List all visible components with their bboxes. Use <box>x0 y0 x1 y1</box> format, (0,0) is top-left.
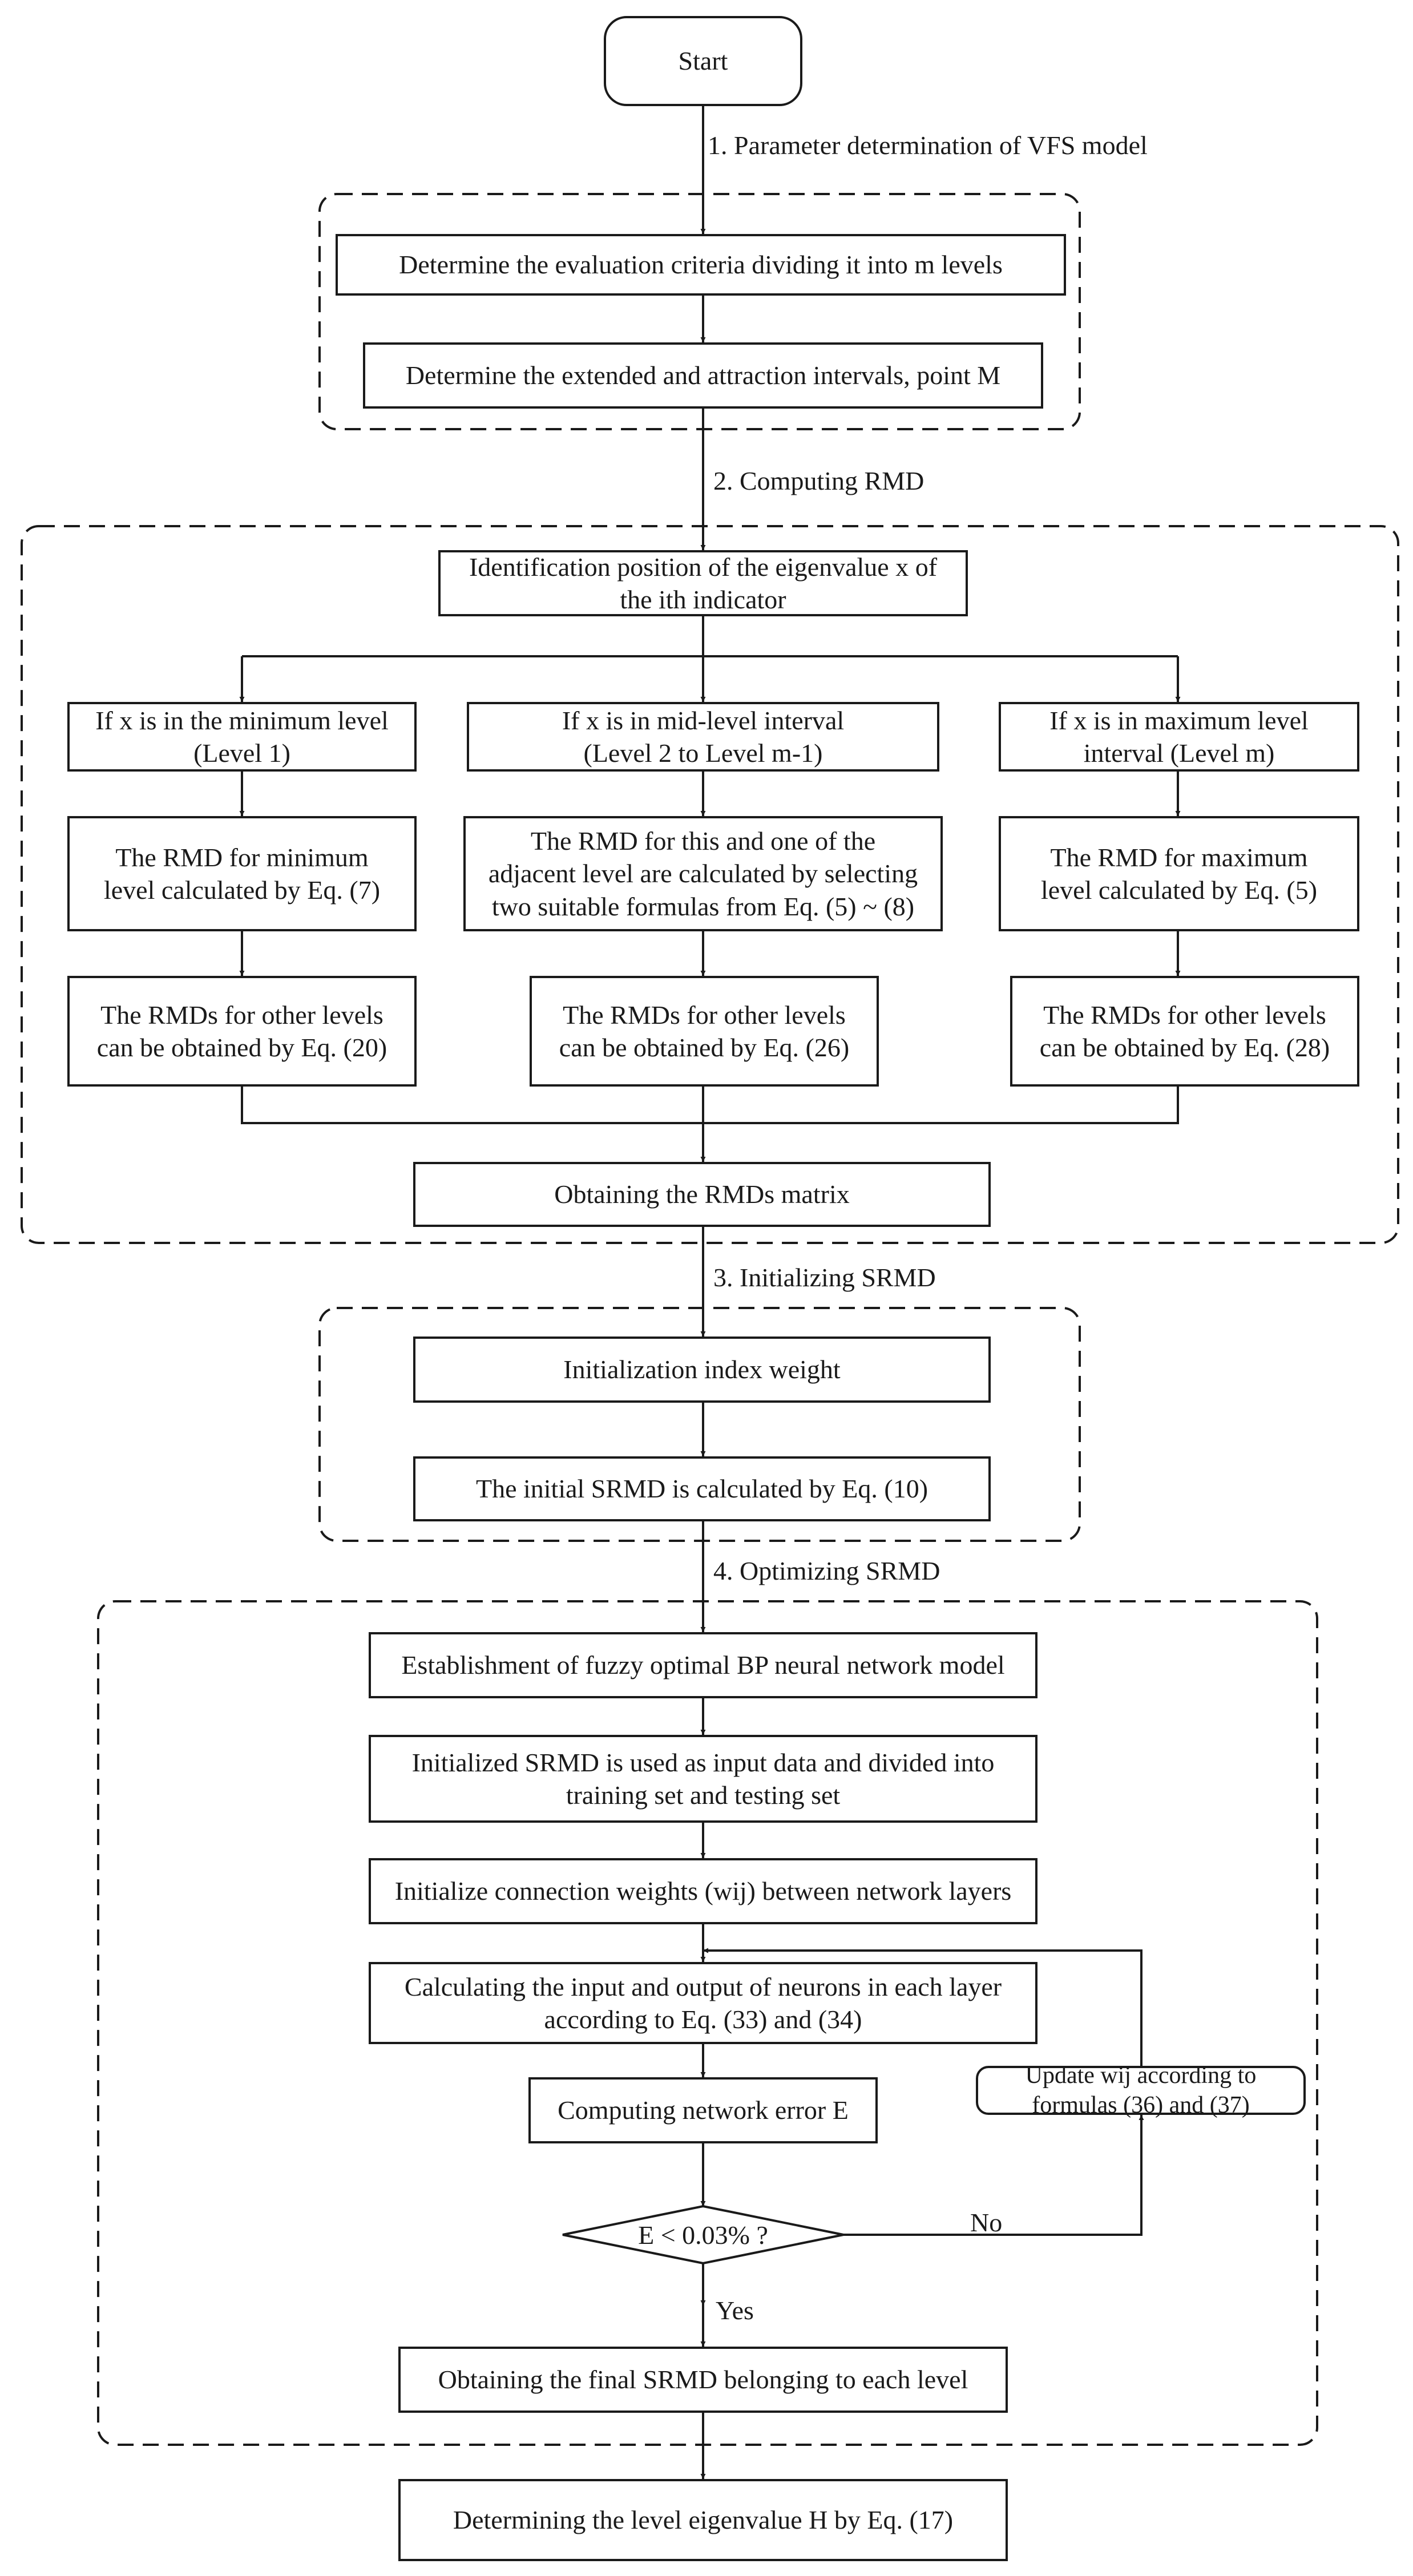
index-weight-box: Initialization index weight <box>413 1337 991 1403</box>
mid-cond-1: If x is in mid-level interval <box>562 705 845 735</box>
update-1: Update wij according to <box>1025 2062 1257 2089</box>
mid-cond-2: (Level 2 to Level m-1) <box>583 738 823 768</box>
final-srmd-box: Obtaining the final SRMD belonging to ea… <box>398 2347 1008 2413</box>
right-cond-2: interval (Level m) <box>1083 738 1275 768</box>
update-2: formulas (36) and (37) <box>1032 2092 1250 2118</box>
left-rmd-1: The RMD for minimum <box>115 842 369 872</box>
mid-other-box: The RMDs for other levels can be obtained… <box>530 976 879 1087</box>
init-weights-box: Initialize connection weights (wij) betw… <box>369 1858 1037 1924</box>
criteria-box: Determine the evaluation criteria dividi… <box>336 234 1066 296</box>
neuron-1: Calculating the input and output of neur… <box>404 1972 1002 2001</box>
yes-label: Yes <box>716 2296 754 2325</box>
start-node: Start <box>604 16 802 106</box>
step4-label: 4. Optimizing SRMD <box>713 1556 940 1585</box>
phase2-frame <box>21 525 1399 1244</box>
step2-label: 2. Computing RMD <box>713 466 924 495</box>
ident-line-1: Identification position of the eigenvalu… <box>469 552 938 582</box>
bp-model-box: Establishment of fuzzy optimal BP neural… <box>369 1632 1037 1698</box>
right-rmd-2: level calculated by Eq. (5) <box>1040 875 1318 905</box>
decision-diamond <box>562 2204 844 2265</box>
initial-srmd-box: The initial SRMD is calculated by Eq. (1… <box>413 1456 991 1521</box>
right-other-box: The RMDs for other levels can be obtained… <box>1010 976 1359 1087</box>
left-oth-2: can be obtained by Eq. (20) <box>96 1033 387 1062</box>
mid-rmd-box: The RMD for this and one of the adjacent … <box>463 816 943 931</box>
network-error-box: Computing network error E <box>528 2077 878 2143</box>
right-oth-1: The RMDs for other levels <box>1043 1000 1326 1029</box>
left-cond-1: If x is in the minimum level <box>95 705 389 735</box>
step3-label: 3. Initializing SRMD <box>713 1263 936 1292</box>
left-cond-2: (Level 1) <box>193 738 290 768</box>
right-rmd-1: The RMD for maximum <box>1050 842 1308 872</box>
training-1: Initialized SRMD is used as input data a… <box>411 1747 995 1777</box>
step1-label: 1. Parameter determination of VFS model <box>708 131 1148 160</box>
left-condition-box: If x is in the minimum level(Level 1) <box>67 702 417 772</box>
right-oth-2: can be obtained by Eq. (28) <box>1039 1033 1330 1062</box>
mid-condition-box: If x is in mid-level interval(Level 2 to… <box>467 702 939 772</box>
mid-oth-2: can be obtained by Eq. (26) <box>559 1033 850 1062</box>
phase1-frame <box>318 193 1081 430</box>
no-label: No <box>970 2208 1003 2237</box>
mid-rmd-3: two suitable formulas from Eq. (5) ~ (8) <box>491 891 915 921</box>
intervals-box: Determine the extended and attraction in… <box>363 342 1043 409</box>
mid-oth-1: The RMDs for other levels <box>563 1000 846 1029</box>
update-weights-box: Update wij according to formulas (36) and… <box>976 2062 1306 2118</box>
phase4-frame <box>97 1600 1318 2446</box>
left-other-box: The RMDs for other levels can be obtained… <box>67 976 417 1087</box>
training-set-box: Initialized SRMD is used as input data a… <box>369 1735 1037 1823</box>
mid-rmd-1: The RMD for this and one of the <box>530 826 876 855</box>
mid-rmd-2: adjacent level are calculated by selecti… <box>488 859 918 889</box>
identification-box: Identification position of the eigenvalu… <box>438 550 968 616</box>
neuron-calc-box: Calculating the input and output of neur… <box>369 1962 1037 2044</box>
left-rmd-2: level calculated by Eq. (7) <box>103 875 381 905</box>
right-cond-1: If x is in maximum level <box>1049 705 1309 735</box>
decision-label: E < 0.03% ? <box>638 2220 768 2250</box>
neuron-2: according to Eq. (33) and (34) <box>544 2005 862 2034</box>
rmd-matrix-box: Obtaining the RMDs matrix <box>413 1162 991 1227</box>
phase3-frame <box>318 1307 1081 1542</box>
ident-line-2: the ith indicator <box>620 585 786 614</box>
level-eigenvalue-box: Determining the level eigenvalue H by Eq… <box>398 2479 1008 2561</box>
left-oth-1: The RMDs for other levels <box>100 1000 383 1029</box>
training-2: training set and testing set <box>566 1780 841 1810</box>
